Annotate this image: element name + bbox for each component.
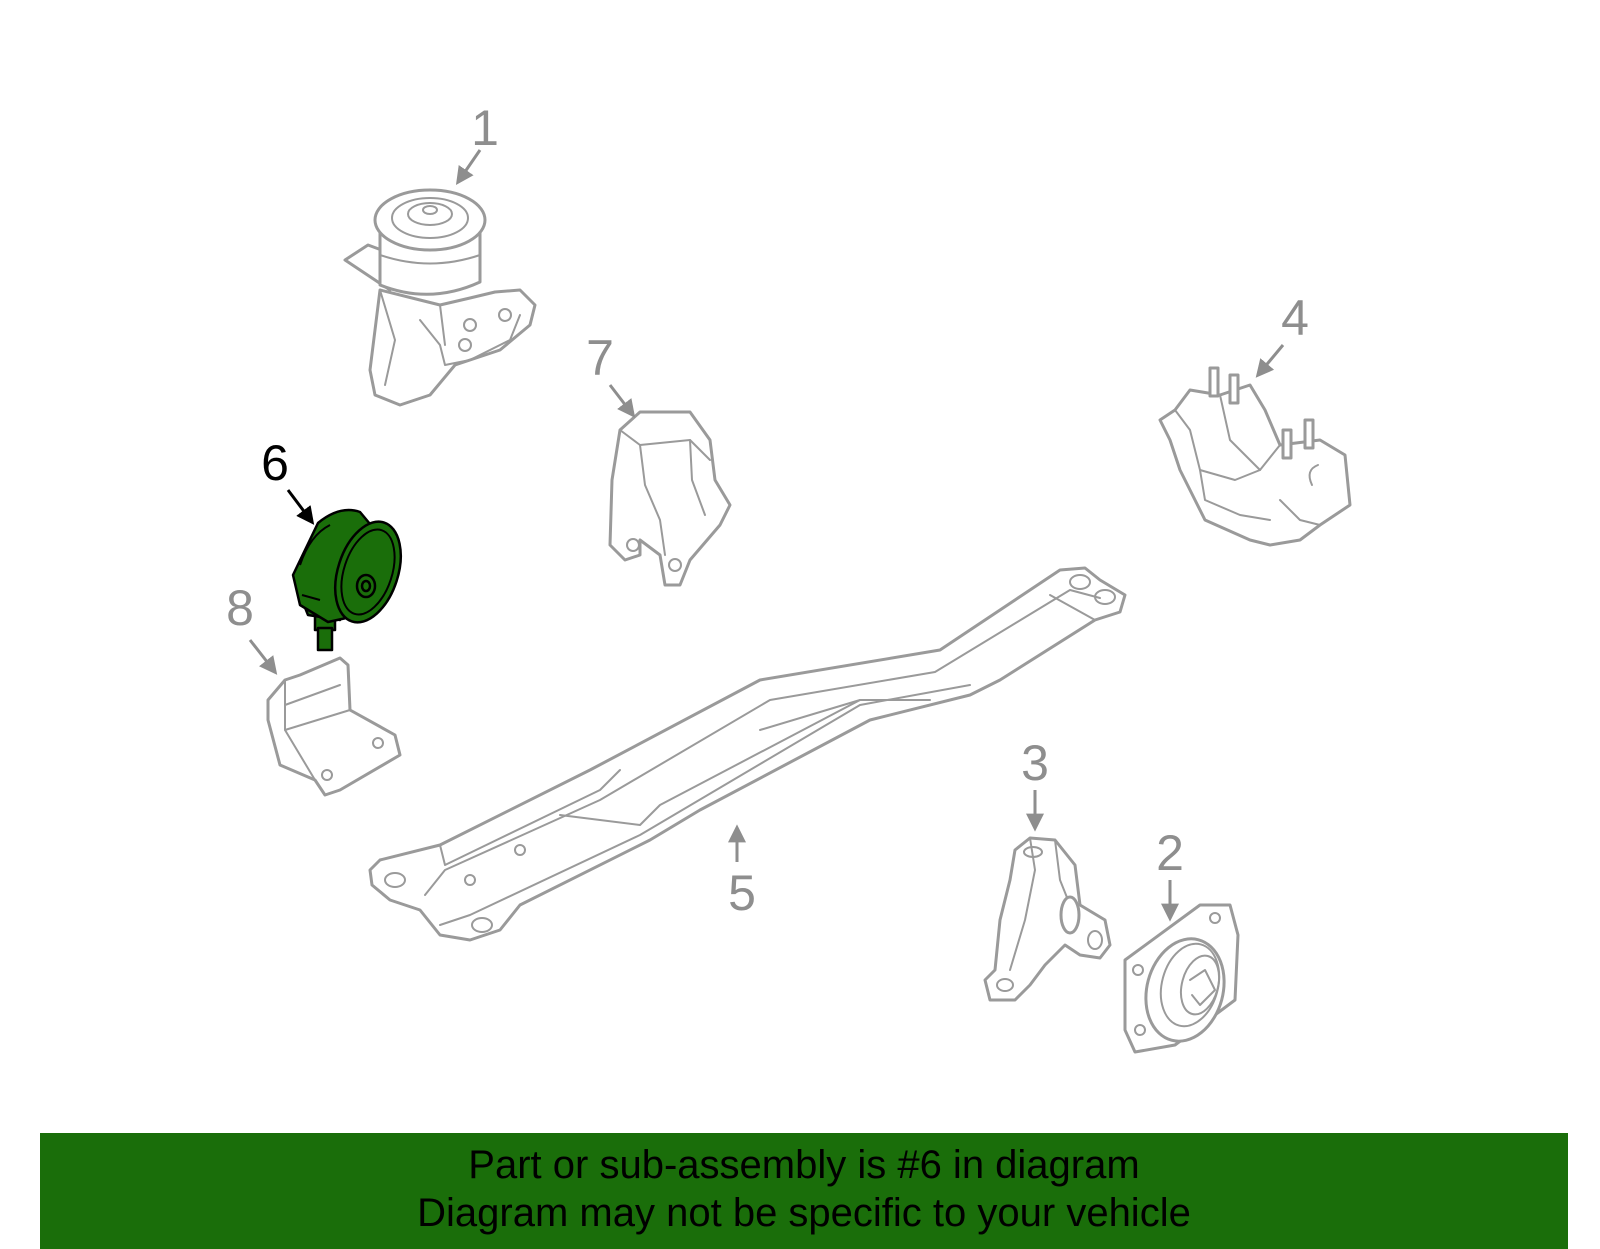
- footer-banner: Part or sub-assembly is #6 in diagram Di…: [40, 1133, 1568, 1249]
- callout-2: 2: [1156, 825, 1184, 881]
- callout-1: 1: [471, 100, 499, 156]
- part-5-crossmember[interactable]: 5: [368, 566, 1127, 942]
- footer-line-1: Part or sub-assembly is #6 in diagram: [468, 1143, 1140, 1187]
- part-6-mount-highlighted[interactable]: 6: [261, 435, 413, 652]
- part-2-round-mount[interactable]: 2: [1123, 825, 1240, 1054]
- parts-diagram: 1 7 4 6: [226, 100, 1352, 1054]
- part-7-bracket[interactable]: 7: [586, 330, 732, 587]
- callout-4-arrow: [1255, 344, 1285, 378]
- callout-6: 6: [261, 435, 289, 491]
- callout-7: 7: [586, 330, 614, 386]
- callout-1-arrow: [455, 149, 482, 185]
- part-3-mount-bracket[interactable]: 3: [983, 735, 1112, 1002]
- callout-3: 3: [1021, 735, 1049, 791]
- callout-4: 4: [1281, 290, 1309, 346]
- callout-6-arrow: [286, 489, 315, 525]
- part-1-engine-mount[interactable]: 1: [343, 100, 537, 407]
- callout-5: 5: [728, 865, 756, 921]
- footer-line-2: Diagram may not be specific to your vehi…: [417, 1191, 1191, 1235]
- part-8-bracket[interactable]: 8: [226, 580, 402, 797]
- callout-8: 8: [226, 580, 254, 636]
- callout-8-arrow: [248, 639, 278, 675]
- part-4-transmission-mount[interactable]: 4: [1158, 290, 1352, 547]
- callout-7-arrow: [608, 384, 636, 418]
